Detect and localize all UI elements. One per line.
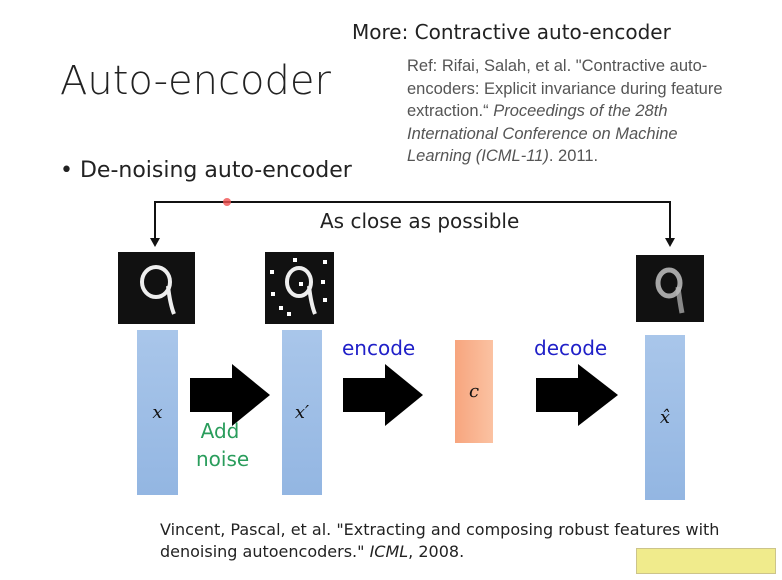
ref-authors: Ref: Rifai, Salah, et al. "Contractive a… xyxy=(407,57,723,120)
cursor-dot xyxy=(223,198,231,206)
bullet-item: • De-noising auto-encoder xyxy=(60,158,352,183)
related-heading: More: Contractive auto-encoder xyxy=(352,20,671,44)
input-vector-x: x xyxy=(137,330,178,495)
slide-title: Auto-encoder xyxy=(60,58,331,104)
watermark-stamp xyxy=(636,548,776,574)
reference-text: Ref: Rifai, Salah, et al. "Contractive a… xyxy=(407,55,727,168)
ref-venue: Proceedings of the 28th International Co… xyxy=(407,102,678,165)
code-vector-c: c xyxy=(455,340,493,443)
citation: Vincent, Pascal, et al. "Extracting and … xyxy=(160,519,782,563)
ref-year: . 2011. xyxy=(548,147,599,165)
add-noise-label: Add noise xyxy=(196,417,250,473)
citation-venue: ICML xyxy=(369,542,409,561)
close-label: As close as possible xyxy=(320,209,520,233)
x-label: x xyxy=(152,402,163,423)
add-noise-line1: Add xyxy=(200,419,240,443)
output-vector-x-hat: x̂ xyxy=(645,335,685,500)
c-label: c xyxy=(468,381,480,402)
noisy-digit-image xyxy=(265,252,334,324)
arrow-encode xyxy=(343,364,423,426)
x-prime-label: x′ xyxy=(294,402,310,423)
citation-authors: Vincent, Pascal, et al. "Extracting and … xyxy=(160,520,720,561)
bullet-text: De-noising auto-encoder xyxy=(79,158,352,183)
reconstructed-digit-image xyxy=(636,255,704,322)
arrow-add-noise xyxy=(190,364,270,426)
noisy-vector-x-prime: x′ xyxy=(282,330,322,495)
x-hat-label: x̂ xyxy=(659,407,671,428)
encode-label: encode xyxy=(342,336,416,360)
add-noise-line2: noise xyxy=(196,447,250,471)
input-digit-image xyxy=(118,252,195,324)
decode-label: decode xyxy=(534,336,608,360)
arrow-decode xyxy=(536,364,618,426)
citation-year: , 2008. xyxy=(408,542,465,561)
